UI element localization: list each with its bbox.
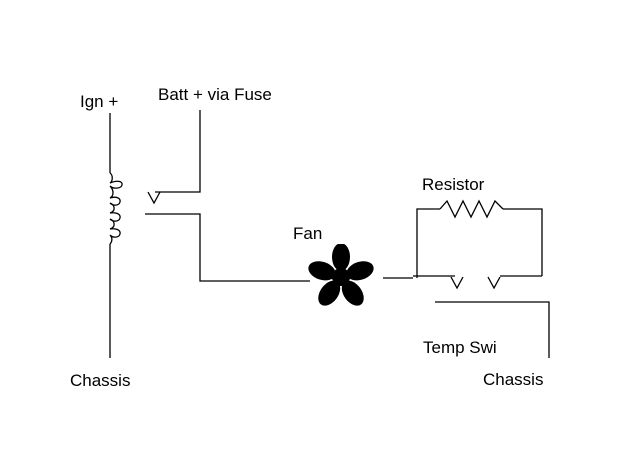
switch-contact-icon-2 — [487, 276, 501, 290]
batt-label: Batt + via Fuse — [158, 85, 272, 104]
relay-to-fan-wire — [145, 213, 310, 282]
resistor-label: Resistor — [422, 175, 485, 194]
resistor-branch-left — [416, 208, 440, 278]
resistor-zigzag-icon — [439, 199, 504, 219]
fan-label: Fan — [293, 224, 323, 243]
fan-asterisk-icon — [308, 244, 374, 306]
temp-switch-label: Temp Swi — [423, 338, 497, 357]
relay-contact-icon — [147, 191, 161, 205]
ign-label: Ign + — [80, 92, 119, 111]
resistor-branch-right — [503, 208, 543, 276]
switch-contact-icon — [450, 276, 464, 290]
chassis-right-label: Chassis — [483, 370, 544, 389]
switch-ground-wire — [435, 301, 550, 358]
batt-wire — [155, 110, 201, 193]
chassis-left-label: Chassis — [70, 371, 131, 390]
relay-coil-icon — [109, 172, 123, 245]
